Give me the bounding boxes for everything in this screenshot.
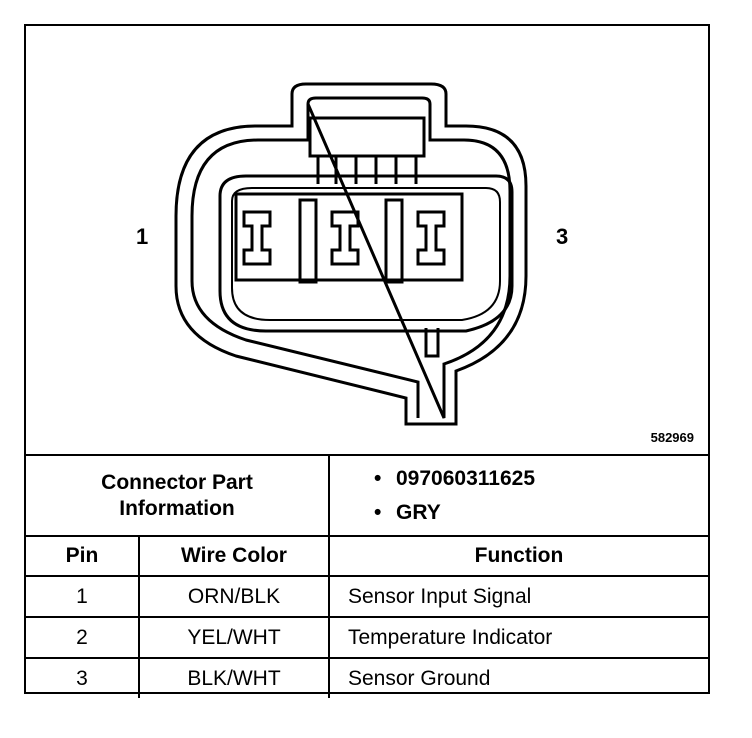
part-info-label: Connector Part Information [26, 454, 330, 536]
wire-color-cell: YEL/WHT [139, 616, 330, 658]
pin-1-label: 1 [136, 224, 149, 249]
connector-diagram: 1 3 582969 [26, 26, 708, 454]
function-cell: Sensor Input Signal [329, 575, 708, 617]
part-info-label-line1: Connector Part [101, 470, 253, 494]
diagram-frame: 1 3 582969 Connector Part Information • 0… [24, 24, 710, 698]
header-wire-color: Wire Color [139, 535, 330, 576]
part-number: • 097060311625 [374, 462, 708, 496]
table-row: 3 BLK/WHT Sensor Ground [26, 657, 708, 698]
bullet-icon: • [374, 466, 382, 490]
table-row: 1 ORN/BLK Sensor Input Signal [26, 575, 708, 617]
table-row: 2 YEL/WHT Temperature Indicator [26, 616, 708, 658]
header-pin: Pin [26, 535, 140, 576]
part-info-row: Connector Part Information • 097060311625… [26, 454, 708, 536]
wire-color-cell: BLK/WHT [139, 657, 330, 698]
connector-info-table: Connector Part Information • 097060311625… [26, 454, 708, 698]
table-header-row: Pin Wire Color Function [26, 535, 708, 576]
pin-cell: 3 [26, 657, 140, 698]
wire-color-cell: ORN/BLK [139, 575, 330, 617]
function-cell: Sensor Ground [329, 657, 708, 698]
part-info-values: • 097060311625 • GRY [329, 454, 708, 536]
header-function: Function [329, 535, 708, 576]
function-cell: Temperature Indicator [329, 616, 708, 658]
bullet-icon: • [374, 500, 382, 524]
pin-cell: 1 [26, 575, 140, 617]
connector-color: • GRY [374, 496, 708, 530]
pin-3-label: 3 [556, 224, 569, 249]
figure-number: 582969 [650, 430, 694, 445]
part-info-label-line2: Information [119, 496, 235, 520]
connector-color-value: GRY [396, 500, 441, 524]
pin-cell: 2 [26, 616, 140, 658]
connector-face-drawing [174, 82, 528, 426]
part-number-value: 097060311625 [396, 466, 535, 490]
